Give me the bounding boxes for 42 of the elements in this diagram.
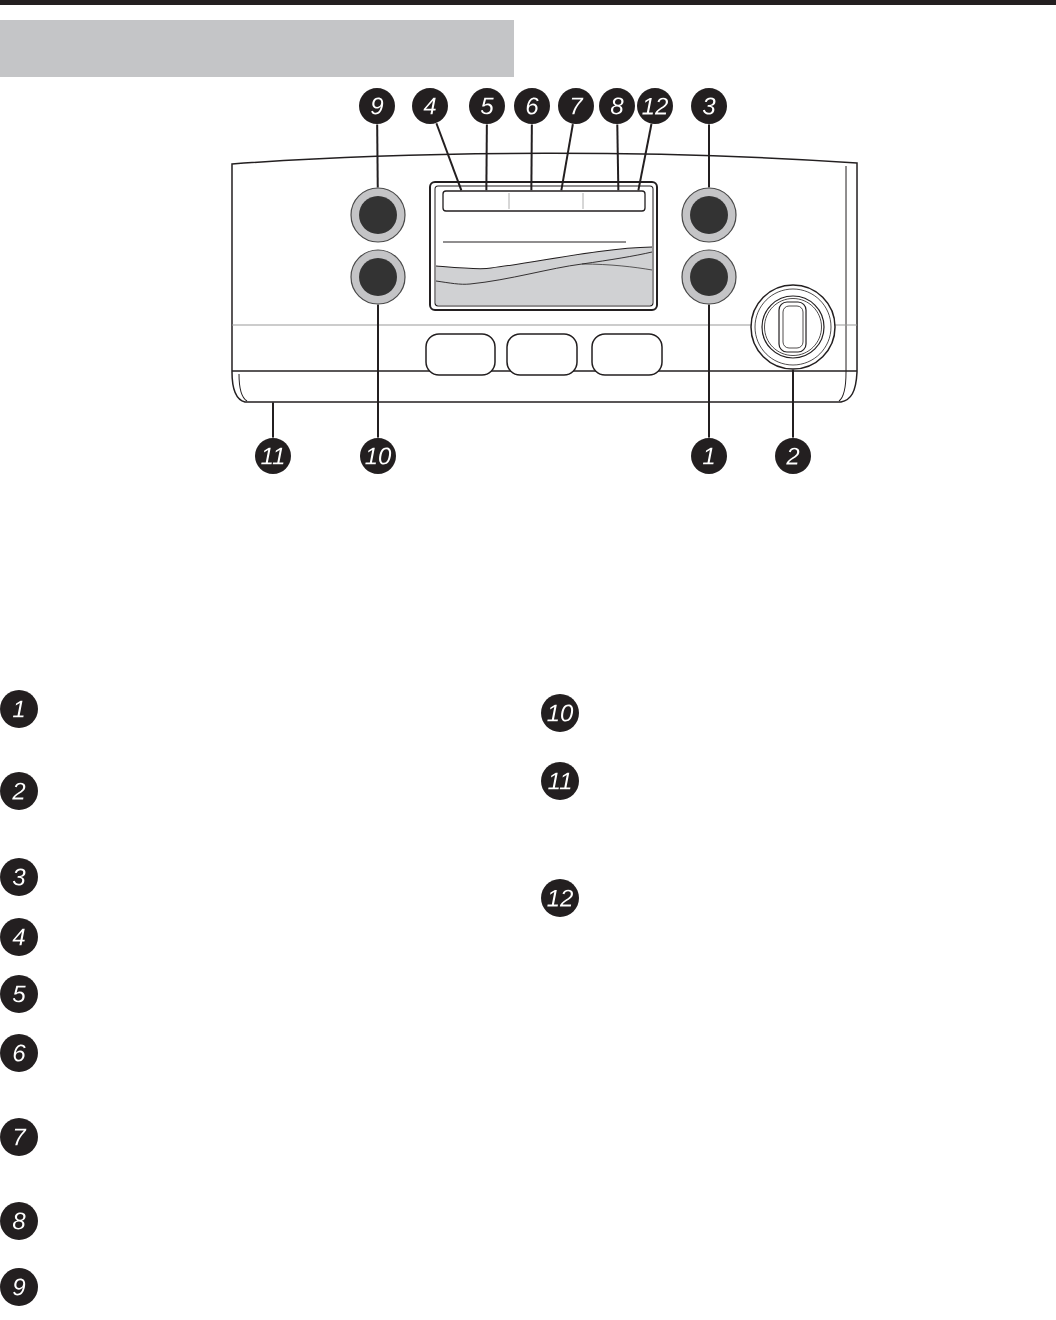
leader-line bbox=[435, 122, 463, 192]
callout-number: 7 bbox=[558, 88, 594, 124]
callout-number: 1 bbox=[0, 690, 38, 728]
callout-number: 5 bbox=[469, 88, 505, 124]
leader-line bbox=[637, 123, 653, 192]
callout-number: 10 bbox=[360, 438, 396, 474]
rotary-dial bbox=[750, 284, 836, 370]
callout-number: 9 bbox=[359, 88, 395, 124]
knob bbox=[681, 187, 737, 243]
leader-line bbox=[708, 303, 710, 439]
leader-line bbox=[376, 123, 379, 189]
callout-number: 10 bbox=[541, 694, 579, 732]
status-bar bbox=[442, 190, 646, 212]
callout-number: 3 bbox=[0, 858, 38, 896]
callout-number: 11 bbox=[255, 438, 291, 474]
callout-number: 2 bbox=[775, 438, 811, 474]
leader-line bbox=[377, 303, 379, 439]
callout-number: 12 bbox=[637, 88, 673, 124]
leader-line bbox=[708, 123, 710, 189]
knob bbox=[350, 249, 406, 305]
heading-bar bbox=[0, 20, 514, 77]
callout-number: 9 bbox=[0, 1268, 38, 1306]
callout-number: 6 bbox=[0, 1034, 38, 1072]
callout-number: 11 bbox=[541, 762, 579, 800]
callout-number: 1 bbox=[691, 438, 727, 474]
leader-line bbox=[485, 123, 488, 192]
knob bbox=[681, 249, 737, 305]
callout-number: 12 bbox=[541, 879, 579, 917]
callout-number: 3 bbox=[691, 88, 727, 124]
leader-line bbox=[530, 123, 533, 192]
callout-number: 8 bbox=[599, 88, 635, 124]
leader-line bbox=[616, 123, 620, 192]
callout-number: 4 bbox=[0, 918, 38, 956]
leader-line bbox=[792, 368, 794, 439]
callout-number: 2 bbox=[0, 772, 38, 810]
callout-number: 6 bbox=[514, 88, 550, 124]
callout-number: 8 bbox=[0, 1202, 38, 1240]
callout-number: 4 bbox=[412, 88, 448, 124]
knob bbox=[350, 187, 406, 243]
callout-number: 7 bbox=[0, 1118, 38, 1156]
leader-line bbox=[272, 401, 274, 439]
callout-number: 5 bbox=[0, 975, 38, 1013]
